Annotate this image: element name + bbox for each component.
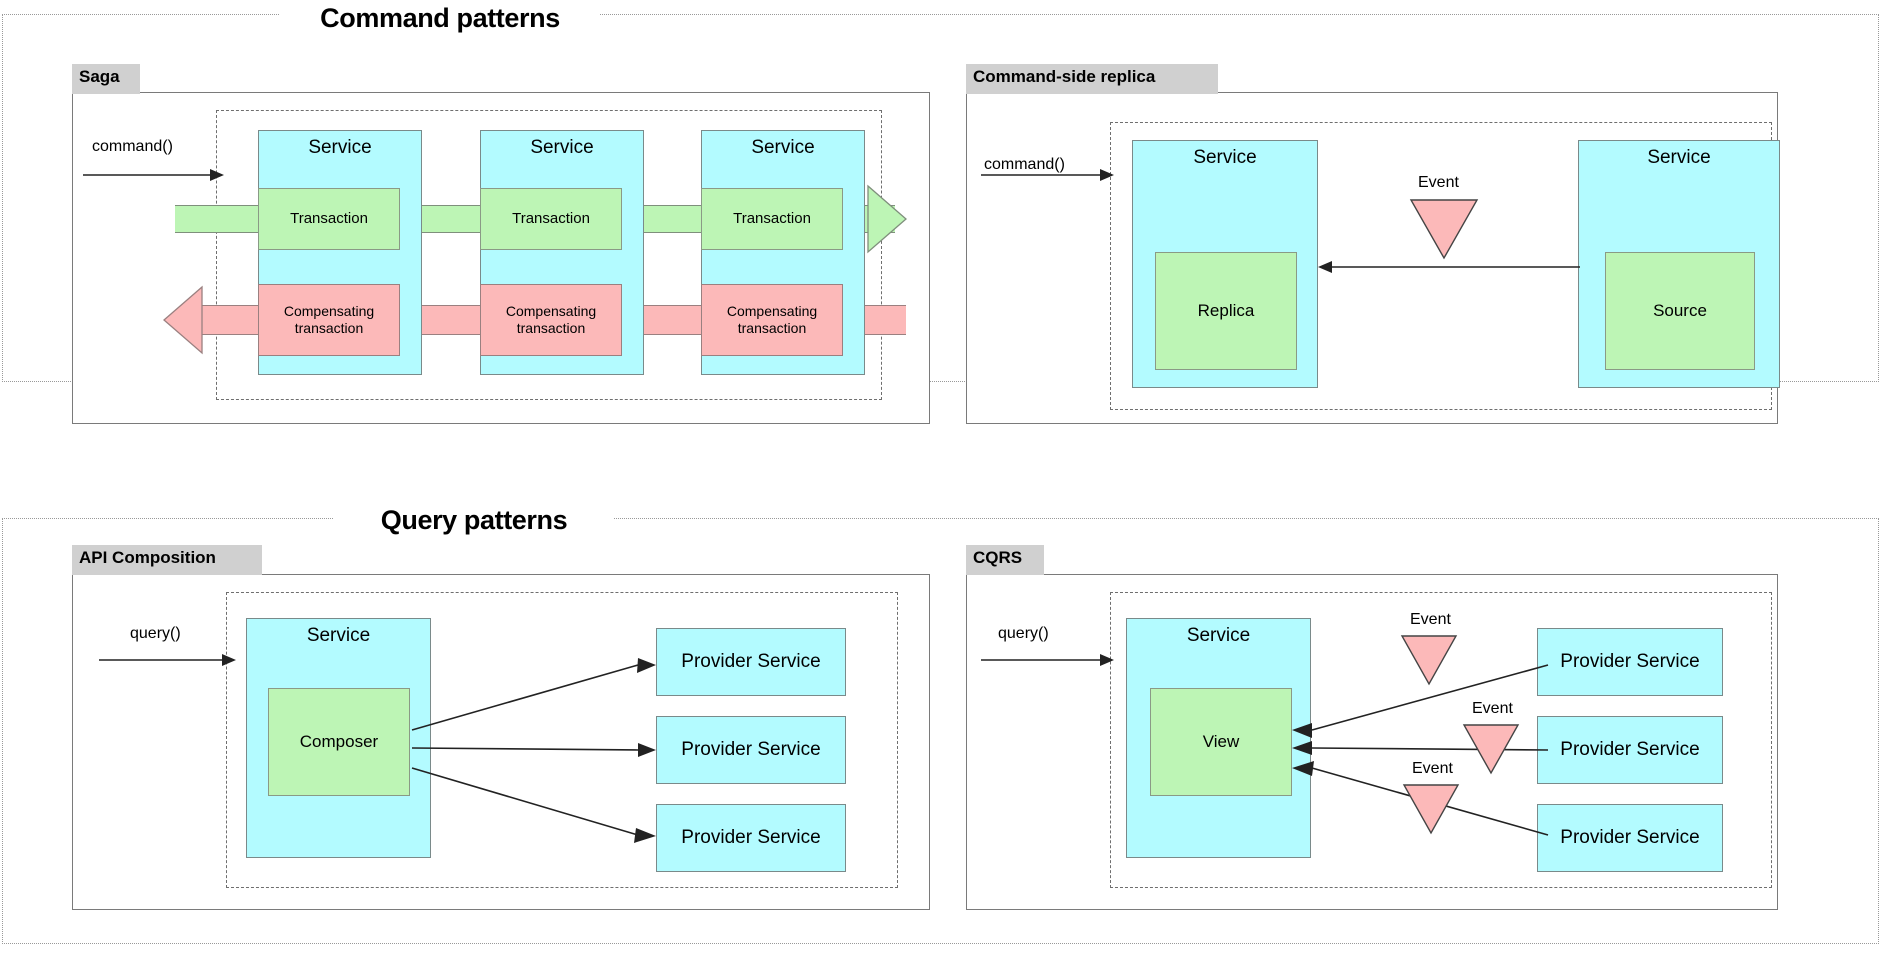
cqrs-event-label-3: Event [1412, 760, 1453, 777]
cqrs-event-triangle-3-icon [1402, 784, 1460, 835]
api-service-title: Service [306, 625, 371, 646]
cqrs-provider-2: Provider Service [1537, 716, 1723, 784]
saga-compensating-1: Compensating transaction [258, 284, 400, 356]
cqrs-panel-label: CQRS [966, 545, 1044, 575]
saga-command-label: command() [92, 138, 173, 155]
saga-service-2-title: Service [530, 137, 594, 158]
saga-compensating-2: Compensating transaction [480, 284, 622, 356]
cqrs-event-label-1: Event [1410, 611, 1451, 628]
saga-compensating-arrowhead [163, 285, 203, 355]
saga-compensating-3: Compensating transaction [701, 284, 843, 356]
replica-source-box: Source [1605, 252, 1755, 370]
cqrs-entry-arrow [981, 654, 1114, 666]
saga-panel-label: Saga [72, 64, 140, 94]
api-provider-1: Provider Service [656, 628, 846, 696]
cqrs-event-label-2: Event [1472, 700, 1513, 717]
replica-event-triangle-icon [1409, 199, 1479, 260]
saga-forward-arrowhead [867, 184, 907, 254]
cqrs-provider-1: Provider Service [1537, 628, 1723, 696]
api-composer-box: Composer [268, 688, 410, 796]
api-entry-arrow [99, 654, 236, 666]
replica-right-service-title: Service [1647, 147, 1711, 168]
api-composition-panel-label: API Composition [72, 545, 262, 575]
replica-command-label: command() [984, 156, 1065, 173]
saga-transaction-3: Transaction [701, 188, 843, 250]
cqrs-event-triangle-1-icon [1400, 635, 1458, 686]
api-composer-fanout-arrows [411, 658, 656, 843]
api-provider-3: Provider Service [656, 804, 846, 872]
query-patterns-group [2, 518, 1879, 944]
saga-service-1-title: Service [308, 137, 372, 158]
cqrs-view-box: View [1150, 688, 1292, 796]
replica-inner-box: Replica [1155, 252, 1297, 370]
saga-service-3-title: Service [751, 137, 815, 158]
replica-event-label: Event [1418, 174, 1459, 191]
replica-entry-arrow [981, 169, 1114, 181]
replica-event-arrow [1318, 261, 1580, 273]
api-provider-2: Provider Service [656, 716, 846, 784]
cqrs-query-label: query() [998, 625, 1049, 642]
saga-transaction-1: Transaction [258, 188, 400, 250]
cqrs-boundary [1110, 592, 1772, 888]
cqrs-service-title: Service [1186, 625, 1251, 646]
command-patterns-title: Command patterns [280, 4, 600, 40]
command-side-replica-panel-label: Command-side replica [966, 64, 1218, 94]
saga-boundary [216, 110, 882, 400]
api-query-label: query() [130, 625, 181, 642]
saga-transaction-2: Transaction [480, 188, 622, 250]
command-patterns-group [2, 14, 1879, 382]
query-patterns-title: Query patterns [334, 506, 614, 542]
cqrs-event-triangle-2-icon [1462, 724, 1520, 775]
cqrs-provider-3: Provider Service [1537, 804, 1723, 872]
replica-left-service-title: Service [1193, 147, 1257, 168]
api-composition-boundary [226, 592, 898, 888]
saga-entry-arrow [83, 169, 224, 181]
